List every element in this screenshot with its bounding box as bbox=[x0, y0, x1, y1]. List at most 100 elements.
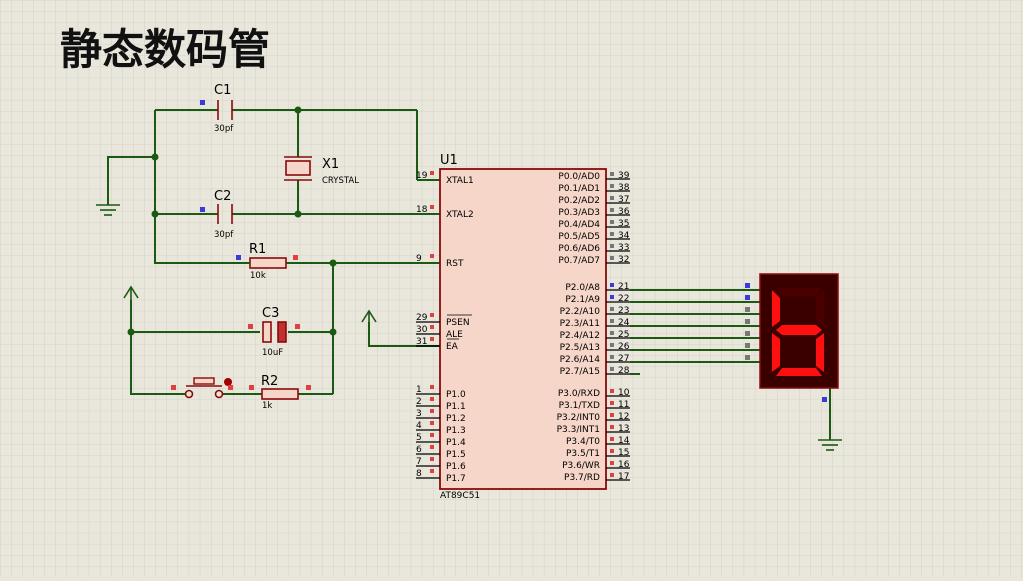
u1-pin-name: P2.4/A12 bbox=[560, 331, 600, 341]
u1-pin-number: 38 bbox=[618, 183, 630, 193]
u1-pin-name: P3.6/WR bbox=[562, 461, 600, 471]
capacitor-c1[interactable]: C1 30pf bbox=[200, 83, 234, 134]
u1-pin-name: P2.7/A15 bbox=[560, 367, 600, 377]
u1-pin-25[interactable]: P2.4/A12 25 bbox=[560, 330, 630, 341]
u1-pin-name: P3.2/INT0 bbox=[557, 413, 601, 423]
r1-ref: R1 bbox=[249, 242, 266, 257]
u1-pin-name: P0.1/AD1 bbox=[558, 184, 600, 194]
u1-pin-name: P3.5/T1 bbox=[566, 449, 600, 459]
u1-pin-36[interactable]: P0.3/AD3 36 bbox=[558, 207, 630, 218]
c3-ref: C3 bbox=[262, 306, 279, 321]
u1-pin-name: RST bbox=[446, 259, 464, 269]
u1-pin-number: 27 bbox=[618, 354, 629, 364]
capacitor-c3[interactable]: C3 10uF bbox=[248, 306, 300, 358]
ground-symbol-left bbox=[96, 204, 120, 216]
u1-pin-number: 23 bbox=[618, 306, 629, 316]
u1-pin-number: 37 bbox=[618, 195, 629, 205]
segment-g bbox=[776, 325, 822, 335]
u1-pin-name: P3.3/INT1 bbox=[557, 425, 600, 435]
crystal-x1[interactable]: X1 CRYSTAL bbox=[284, 156, 359, 186]
u1-pin-name: P3.7/RD bbox=[564, 473, 600, 483]
power-arrow-left bbox=[123, 285, 139, 300]
u1-pin-number: 19 bbox=[416, 171, 428, 181]
u1-pin-name: P1.0 bbox=[446, 390, 466, 400]
p2-bus-wires bbox=[630, 283, 760, 375]
page-title: 静态数码管 bbox=[60, 25, 270, 74]
seven-segment-display[interactable] bbox=[759, 273, 839, 402]
u1-pin-name: P2.5/A13 bbox=[560, 343, 600, 353]
capacitor-c2[interactable]: C2 30pf bbox=[200, 189, 234, 240]
u1-pin-number: 30 bbox=[416, 325, 428, 335]
u1-pin-name: ALE bbox=[446, 330, 463, 340]
u1-pin-number: 26 bbox=[618, 342, 630, 352]
c3-value: 10uF bbox=[262, 348, 283, 358]
u1-pin-number: 36 bbox=[618, 207, 630, 217]
u1-pin-name: P0.3/AD3 bbox=[558, 208, 600, 218]
u1-pin-name: XTAL1 bbox=[446, 176, 474, 186]
u1-pin-13[interactable]: P3.3/INT1 13 bbox=[557, 424, 630, 435]
u1-pin-38[interactable]: P0.1/AD1 38 bbox=[558, 183, 630, 194]
c2-value: 30pf bbox=[214, 230, 234, 240]
u1-pin-number: 39 bbox=[618, 171, 630, 181]
resistor-r1[interactable]: R1 10k bbox=[232, 242, 298, 281]
u1-pin-number: 12 bbox=[618, 412, 629, 422]
u1-pin-number: 13 bbox=[618, 424, 629, 434]
u1-pin-number: 33 bbox=[618, 243, 629, 253]
u1-pin-12[interactable]: P3.2/INT0 12 bbox=[557, 412, 630, 423]
u1-pin-name: P1.5 bbox=[446, 450, 466, 460]
junction-dots bbox=[127, 106, 337, 336]
segment-e bbox=[772, 333, 780, 372]
u1-pin-name: XTAL2 bbox=[446, 210, 474, 220]
u1-pin-number: 34 bbox=[618, 231, 630, 241]
u1-pin-number: 35 bbox=[618, 219, 629, 229]
u1-pin-number: 31 bbox=[416, 337, 427, 347]
u1-pin-26[interactable]: P2.5/A13 26 bbox=[560, 342, 630, 353]
u1-pin-name: P1.1 bbox=[446, 402, 466, 412]
segment-f bbox=[772, 290, 780, 327]
x1-ref: X1 bbox=[322, 157, 339, 172]
u1-ref: U1 bbox=[440, 153, 458, 168]
c2-ref: C2 bbox=[214, 189, 231, 204]
u1-pin-number: 14 bbox=[618, 436, 630, 446]
power-arrow-ea bbox=[361, 309, 377, 323]
resistor-r2[interactable]: R2 1k bbox=[249, 374, 311, 411]
u1-pin-number: 25 bbox=[618, 330, 629, 340]
u1-pin-number: 32 bbox=[618, 255, 629, 265]
reset-pushbutton[interactable] bbox=[171, 377, 233, 399]
c1-value: 30pf bbox=[214, 124, 234, 134]
